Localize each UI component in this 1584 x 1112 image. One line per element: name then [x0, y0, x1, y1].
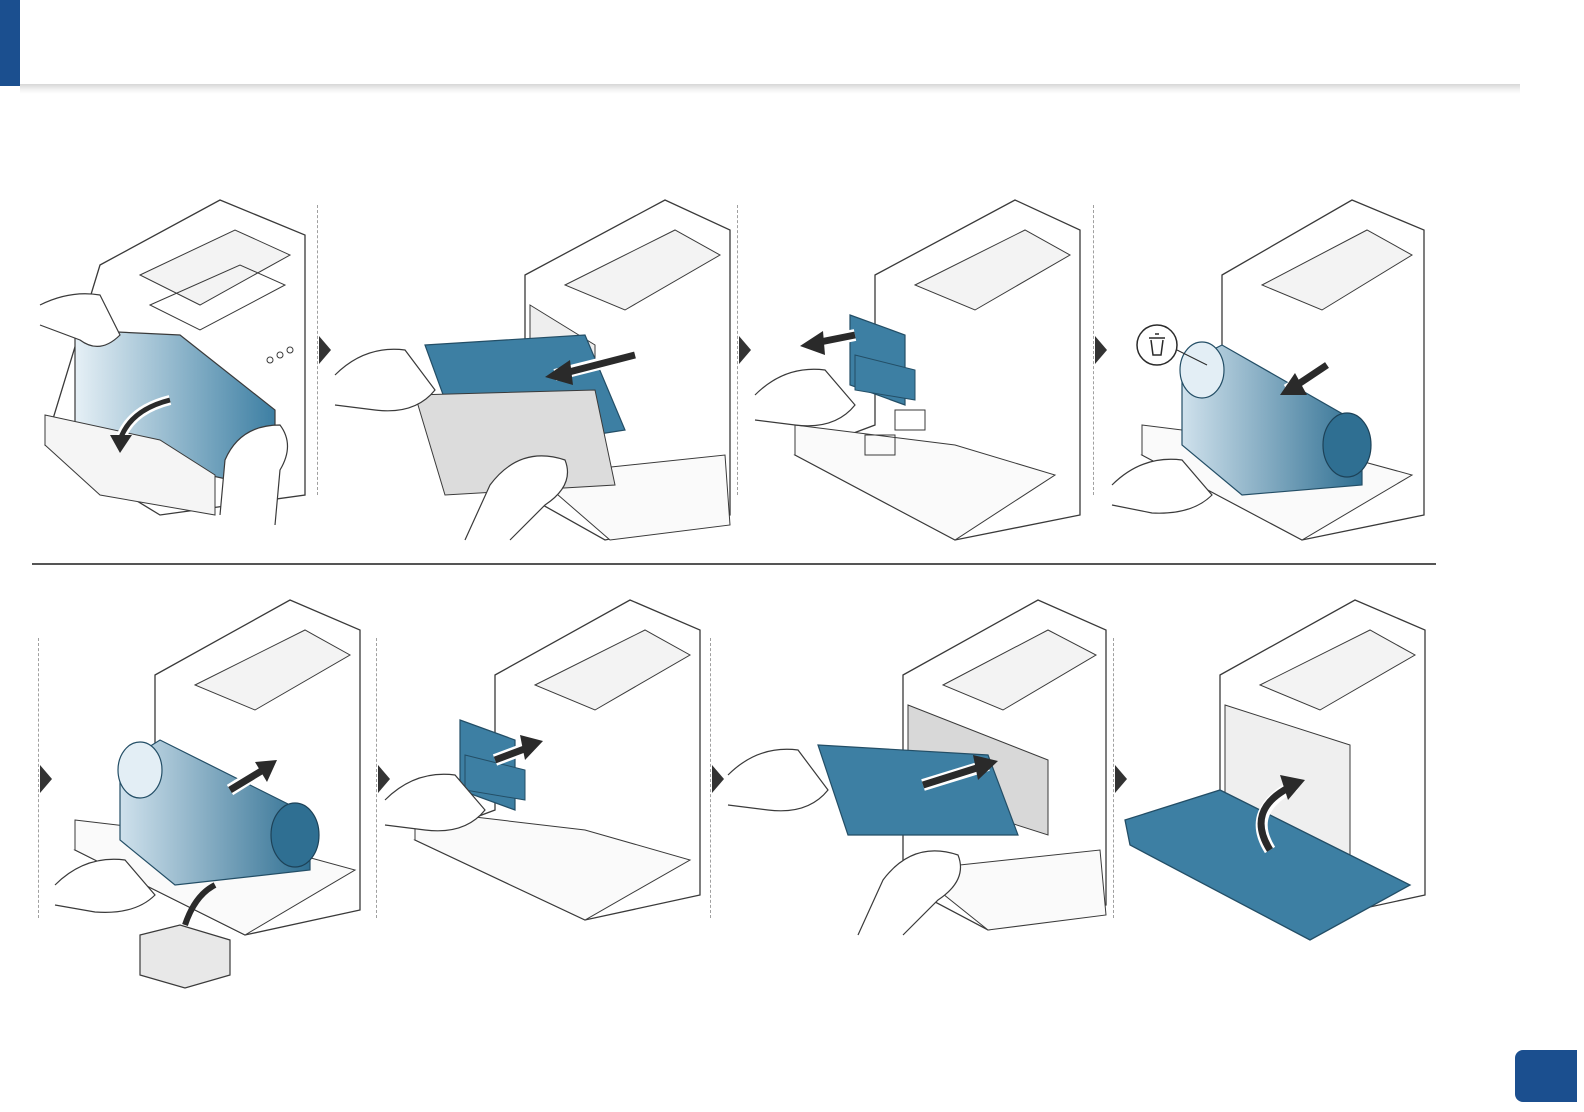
step-remove-toner-cartridges — [755, 195, 1090, 545]
header-accent-bar — [0, 0, 20, 86]
step-push-in-imaging-unit — [728, 595, 1110, 940]
next-step-arrow-4 — [40, 765, 52, 793]
step-pull-out-imaging-unit — [335, 195, 733, 545]
step-remove-waste-toner-container — [1112, 195, 1430, 545]
next-step-arrow-1 — [319, 336, 331, 364]
divider-dashed-5 — [376, 638, 377, 918]
divider-dashed-2 — [737, 205, 738, 495]
divider-dashed-1 — [317, 205, 318, 495]
step-close-front-cover — [1120, 595, 1430, 945]
step-insert-toner-cartridges — [385, 595, 705, 925]
page-number-badge — [1515, 1050, 1577, 1102]
step-open-front-cover — [40, 195, 312, 535]
divider-dashed-7 — [1113, 638, 1114, 918]
next-step-arrow-6 — [712, 765, 724, 793]
divider-dashed-6 — [710, 638, 711, 918]
step-insert-waste-toner-container — [55, 590, 365, 990]
header-rule — [20, 84, 1520, 94]
divider-dashed-4 — [38, 638, 39, 918]
next-step-arrow-2 — [739, 336, 751, 364]
row-divider — [32, 563, 1436, 565]
divider-dashed-3 — [1093, 205, 1094, 495]
next-step-arrow-3 — [1095, 336, 1107, 364]
